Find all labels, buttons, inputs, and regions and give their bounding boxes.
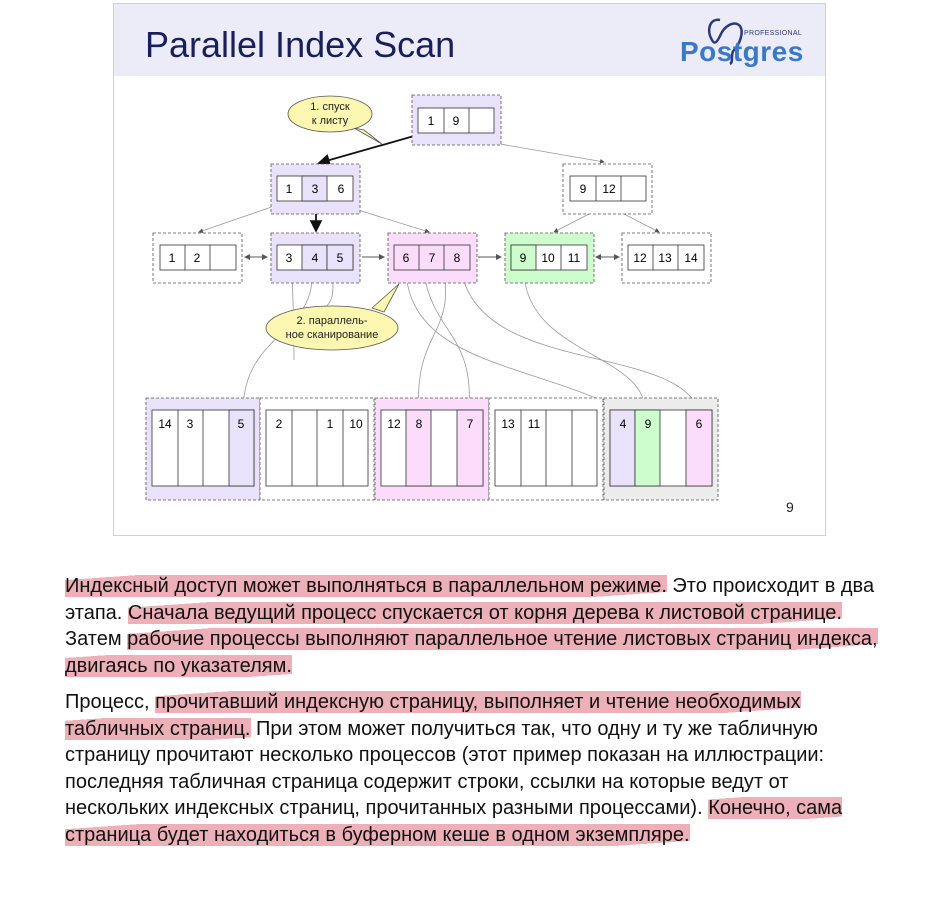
- leaf-key: 4: [312, 251, 319, 265]
- table-page: 4 9 6: [603, 397, 719, 501]
- inner-key: 3: [312, 182, 319, 196]
- inner-node-left: 1 3 6: [270, 163, 361, 215]
- leaf-node: 3 4 5: [270, 232, 361, 284]
- text-span: Затем: [65, 628, 128, 650]
- paragraph-1: Индексный доступ может выполняться в пар…: [65, 573, 880, 679]
- leaf-key: 3: [286, 251, 293, 265]
- heap-row: 3: [187, 417, 194, 431]
- slide-title: Parallel Index Scan: [145, 24, 456, 65]
- leaf-key: 11: [568, 251, 581, 265]
- text-span: При этом может получиться так, что одну …: [65, 717, 825, 820]
- inner-key: 1: [286, 182, 293, 196]
- heap-row: 11: [528, 417, 541, 431]
- leaf-key: 5: [337, 251, 344, 265]
- leaf-key: 8: [454, 251, 461, 265]
- heap-row: 5: [238, 417, 245, 431]
- notes-text: Индексный доступ может выполняться в пар…: [65, 573, 880, 858]
- callout-1-line-2: к листу: [312, 115, 349, 127]
- postgres-professional-logo: PROFESSIONAL Postgres: [674, 10, 804, 70]
- leaf-key: 2: [194, 251, 201, 265]
- table-page: 2 1 10: [259, 397, 375, 501]
- text-span: Процесс,: [65, 691, 156, 713]
- heap-row: 9: [645, 417, 652, 431]
- root-key: 9: [453, 114, 460, 128]
- heap-row: 4: [620, 417, 627, 431]
- leaf-node: 9 10 11: [504, 232, 595, 284]
- heap-row: 8: [416, 417, 423, 431]
- heap-row: 7: [467, 417, 474, 431]
- table-page: 12 8 7: [374, 397, 490, 501]
- callout-1-line-1: 1. спуск: [310, 101, 350, 113]
- leaf-key: 9: [520, 251, 527, 265]
- root-key: 1: [428, 114, 435, 128]
- text-span: Это происходит в два этапа.: [65, 575, 875, 624]
- heap-row: 2: [276, 417, 283, 431]
- text-span: Индексный доступ может выполняться в пар…: [65, 575, 667, 597]
- slide: Parallel Index Scan PROFESSIONAL Postgre…: [113, 3, 826, 536]
- leaf-key: 6: [403, 251, 410, 265]
- elephant-icon: [708, 18, 743, 66]
- paragraph-2: Процесс, прочитавший индексную страницу,…: [65, 689, 880, 848]
- heap-row: 12: [387, 417, 401, 431]
- leaf-node: 12 13 14: [621, 232, 712, 284]
- inner-key: 12: [602, 182, 616, 196]
- leaf-key: 10: [541, 251, 555, 265]
- logo-wordmark: Postgres: [680, 36, 804, 67]
- leaf-node: 6 7 8: [387, 232, 478, 284]
- logo-tagline: PROFESSIONAL: [744, 30, 803, 37]
- inner-key: 9: [580, 182, 587, 196]
- heap-row: 1: [327, 417, 334, 431]
- text-span: Сначала ведущий процесс спускается от ко…: [127, 601, 842, 624]
- text-span: рабочие процессы выполняют параллельное …: [65, 628, 878, 677]
- index-scan-diagram: 1. спуск к листу 2. параллель- ное скани…: [145, 94, 719, 501]
- callout-parallel-scan: 2. параллель- ное сканирование: [265, 283, 400, 351]
- leaf-key: 1: [169, 251, 176, 265]
- leaf-key: 14: [684, 251, 698, 265]
- slide-page-number: 9: [786, 499, 794, 515]
- heap-row: 13: [501, 417, 515, 431]
- root-node: 1 9: [411, 94, 502, 146]
- leaf-key: 7: [429, 251, 436, 265]
- inner-node-right: 9 12: [562, 163, 653, 215]
- heap-row: 6: [696, 417, 703, 431]
- leaf-node: 1 2: [152, 232, 243, 284]
- inner-key: 6: [338, 182, 345, 196]
- callout-2-line-2: ное сканирование: [286, 329, 379, 341]
- slide-header: Parallel Index Scan PROFESSIONAL Postgre…: [114, 4, 825, 76]
- callout-descend-to-leaf: 1. спуск к листу: [287, 95, 383, 145]
- callout-2-line-1: 2. параллель-: [297, 315, 368, 327]
- leaf-key: 12: [633, 251, 647, 265]
- table-page: 14 3 5: [145, 397, 261, 501]
- heap-row: 10: [349, 417, 363, 431]
- heap-row: 14: [158, 417, 172, 431]
- leaf-key: 13: [658, 251, 672, 265]
- table-page: 13 11: [488, 397, 604, 501]
